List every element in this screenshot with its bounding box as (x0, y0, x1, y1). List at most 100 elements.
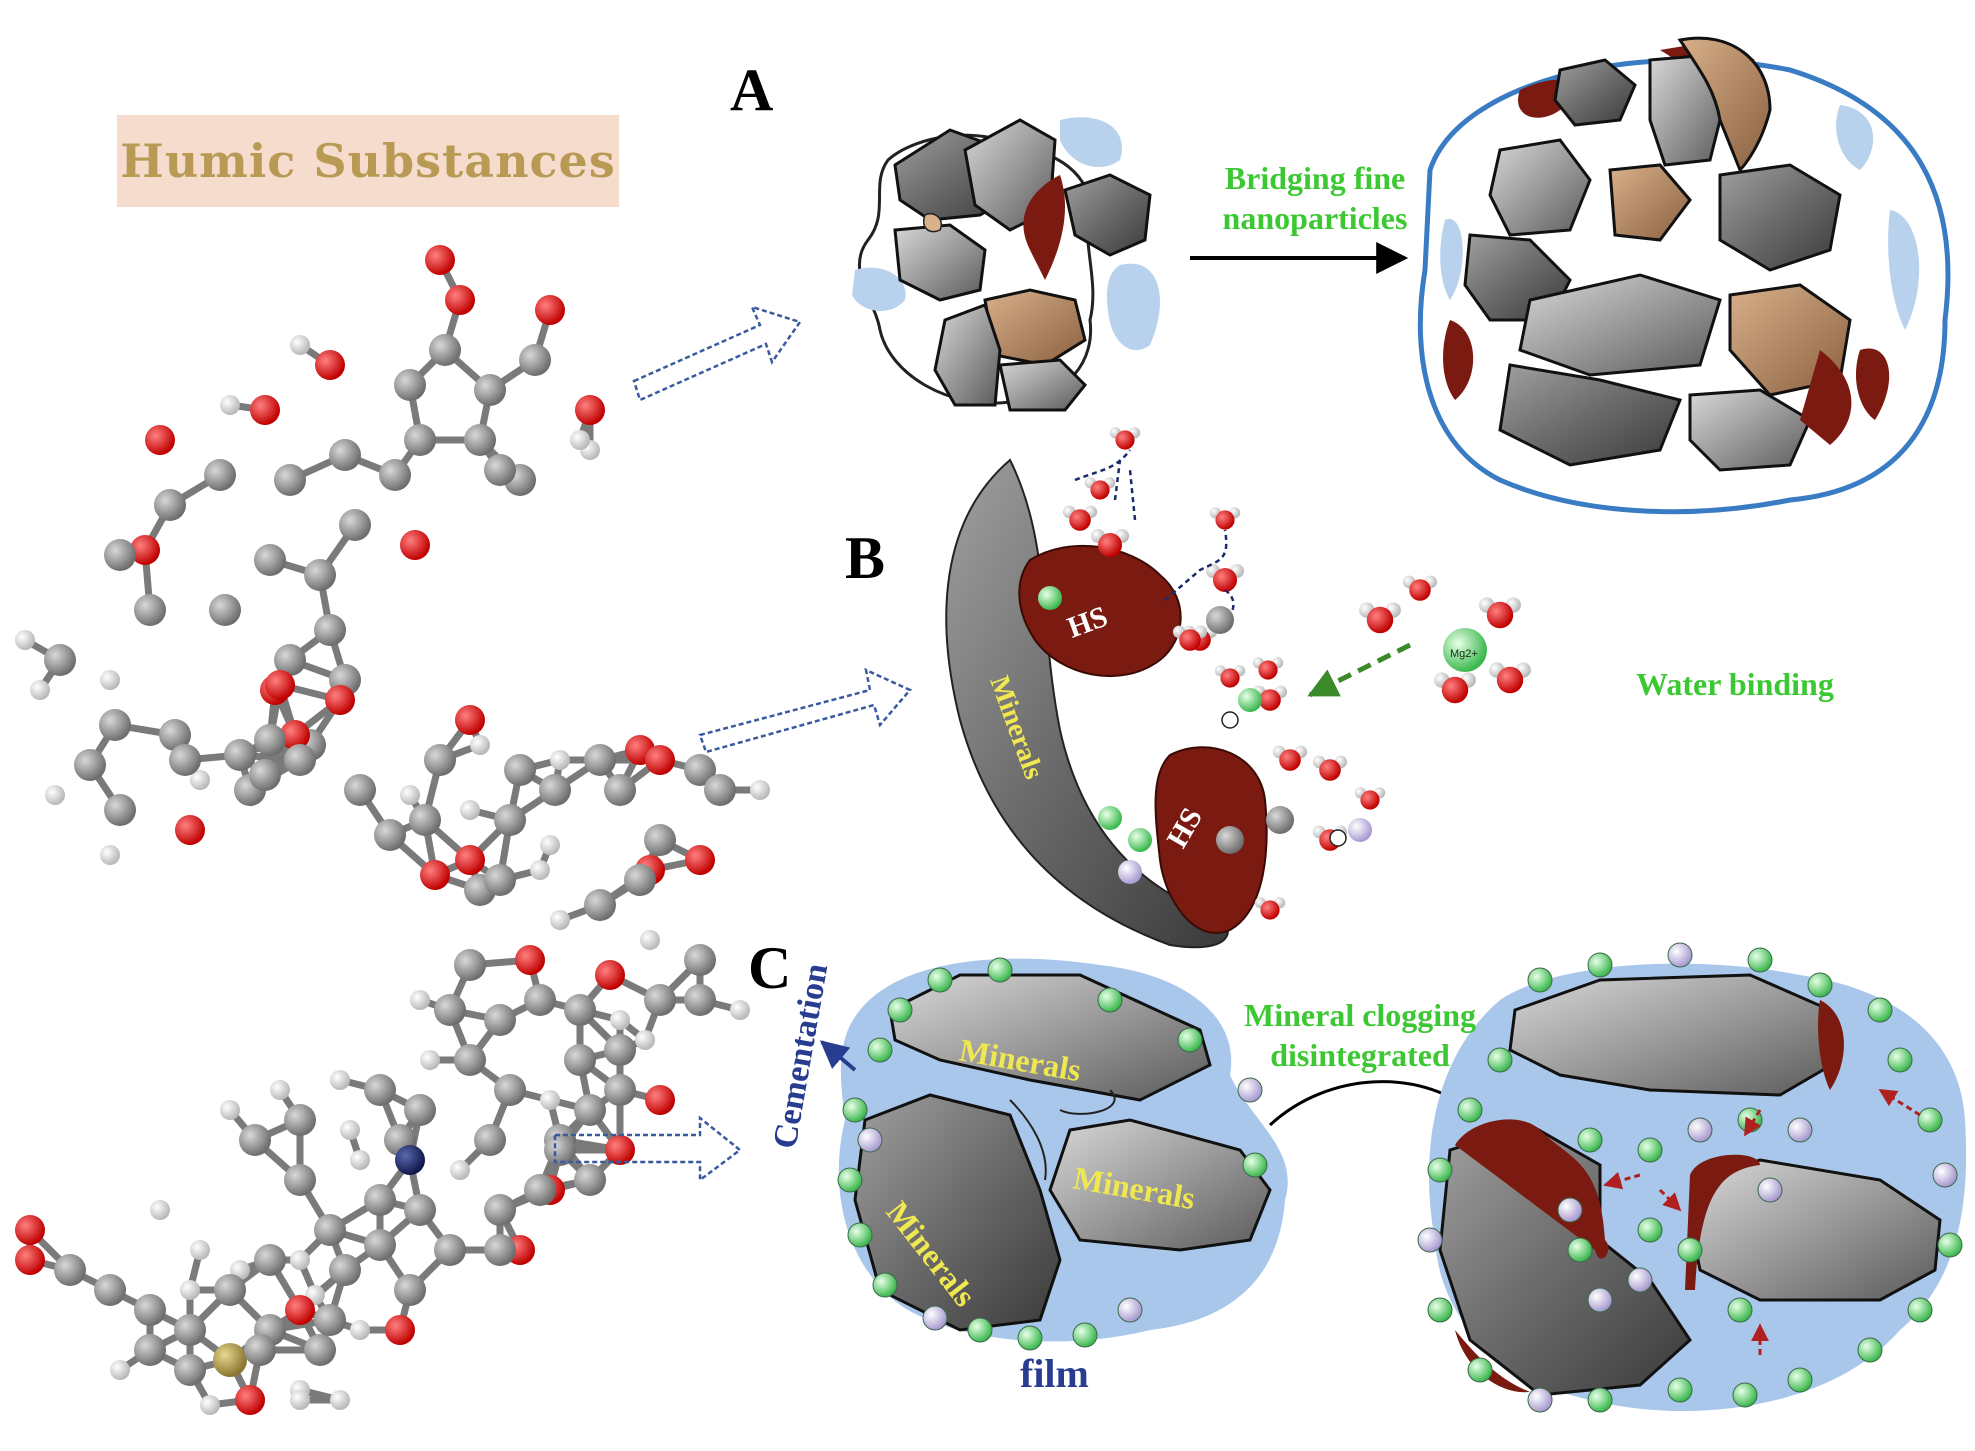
oxygen-atom (280, 720, 310, 750)
carbon-atom (704, 774, 736, 806)
lilac-ion (1757, 1177, 1783, 1203)
carbon-atom (244, 1334, 276, 1366)
hydrogen-atom (635, 1030, 655, 1050)
hydrogen-atom (340, 1120, 360, 1140)
hydrogen-atom (420, 1050, 440, 1070)
oxygen-atom (145, 425, 175, 455)
hydrogen-atom (290, 335, 310, 355)
oxygen-atom (325, 685, 355, 715)
carbon-atom (574, 1164, 606, 1196)
carbon-atom (519, 344, 551, 376)
hydrogen-atom (200, 1395, 220, 1415)
green-ion (1732, 1382, 1758, 1408)
carbon-atom (474, 374, 506, 406)
hydrogen-atom (400, 785, 420, 805)
carbon-atom (494, 1074, 526, 1106)
carbon-atom (434, 994, 466, 1026)
water-molecule (1209, 507, 1241, 530)
oxygen-atom (445, 285, 475, 315)
carbon-atom (254, 1244, 286, 1276)
carbon-atom (214, 1274, 246, 1306)
carbon-atom (249, 759, 281, 791)
oxygen-atom (535, 295, 565, 325)
oxygen-atom (385, 1315, 415, 1345)
carbon-atom (364, 1229, 396, 1261)
mineral-clogging-line2: disintegrated (1270, 1037, 1450, 1073)
green-ion (1887, 1047, 1913, 1073)
carbon-atom (564, 994, 596, 1026)
green-ion (967, 1317, 993, 1343)
lilac-ion (1587, 1287, 1613, 1313)
carbon-atom (494, 804, 526, 836)
carbon-atom (484, 1234, 516, 1266)
carbon-atom (329, 1254, 361, 1286)
lilac-ion (1237, 1077, 1263, 1103)
green-ion (1917, 1107, 1943, 1133)
oxygen-atom (605, 1135, 635, 1165)
oxygen-atom (515, 945, 545, 975)
panel-c-left-aggregate (838, 958, 1288, 1342)
green-ion (1427, 1297, 1453, 1323)
mineral-clogging-line1: Mineral clogging (1244, 997, 1476, 1033)
hydrogen-atom (190, 1240, 210, 1260)
water-molecule (1254, 897, 1286, 920)
figure-title: Humic Substances (120, 134, 616, 188)
oxygen-atom (1069, 509, 1091, 531)
oxygen-atom (425, 245, 455, 275)
carbon-atom (544, 1134, 576, 1166)
carbon-atom (644, 984, 676, 1016)
carbon-atom (404, 1094, 436, 1126)
carbon-atom (94, 1274, 126, 1306)
hydrogen-atom (190, 770, 210, 790)
oxygen-atom (455, 845, 485, 875)
oxygen-atom (15, 1245, 45, 1275)
oxygen-atom (15, 1215, 45, 1245)
green-ion (1567, 1237, 1593, 1263)
hydrogen-atom (460, 800, 480, 820)
green-ion (1677, 1237, 1703, 1263)
carbon-atom (169, 744, 201, 776)
carbon-atom (104, 794, 136, 826)
carbon-atom (284, 1104, 316, 1136)
carbon-atom (484, 864, 516, 896)
green-ion (867, 1037, 893, 1063)
lilac-ion (1687, 1117, 1713, 1143)
carbon-atom (314, 1214, 346, 1246)
oxygen-atom (400, 530, 430, 560)
oxygen-atom (1213, 568, 1237, 592)
carbon-atom (379, 459, 411, 491)
oxygen-atom (130, 535, 160, 565)
carbon-atom (454, 949, 486, 981)
ion-sphere (1348, 818, 1372, 842)
carbon-atom (134, 594, 166, 626)
hydrogen-atom (550, 750, 570, 770)
panel-c-ions (837, 942, 1963, 1413)
panel-b-scene (945, 458, 1268, 949)
green-ion (1457, 1097, 1483, 1123)
oxygen-atom (250, 395, 280, 425)
green-ion (1467, 1357, 1493, 1383)
carbon-atom (134, 1294, 166, 1326)
hydrogen-atom (750, 780, 770, 800)
carbon-atom (684, 754, 716, 786)
hydrogen-atom (540, 835, 560, 855)
panel-letter-b: B (845, 525, 885, 591)
water-binding-label: Water binding (1636, 666, 1834, 702)
hydrogen-atom (350, 1150, 370, 1170)
carbon-atom (524, 984, 556, 1016)
carbon-atom (424, 744, 456, 776)
hydrogen-atom (550, 910, 570, 930)
carbon-atom (274, 644, 306, 676)
lilac-ion (1527, 1387, 1553, 1413)
green-ion (1577, 1127, 1603, 1153)
oxygen-atom (595, 960, 625, 990)
water-molecule (1091, 529, 1129, 557)
carbon-atom (684, 984, 716, 1016)
green-ion (1747, 947, 1773, 973)
cementation-arrow (819, 1040, 857, 1072)
water-molecule (1252, 657, 1284, 680)
oxygen-atom (1496, 666, 1524, 694)
oxygen-atom (1220, 668, 1240, 688)
mineral-clogging-label: Mineral clogging disintegrated (1210, 995, 1510, 1075)
carbon-atom (524, 1174, 556, 1206)
